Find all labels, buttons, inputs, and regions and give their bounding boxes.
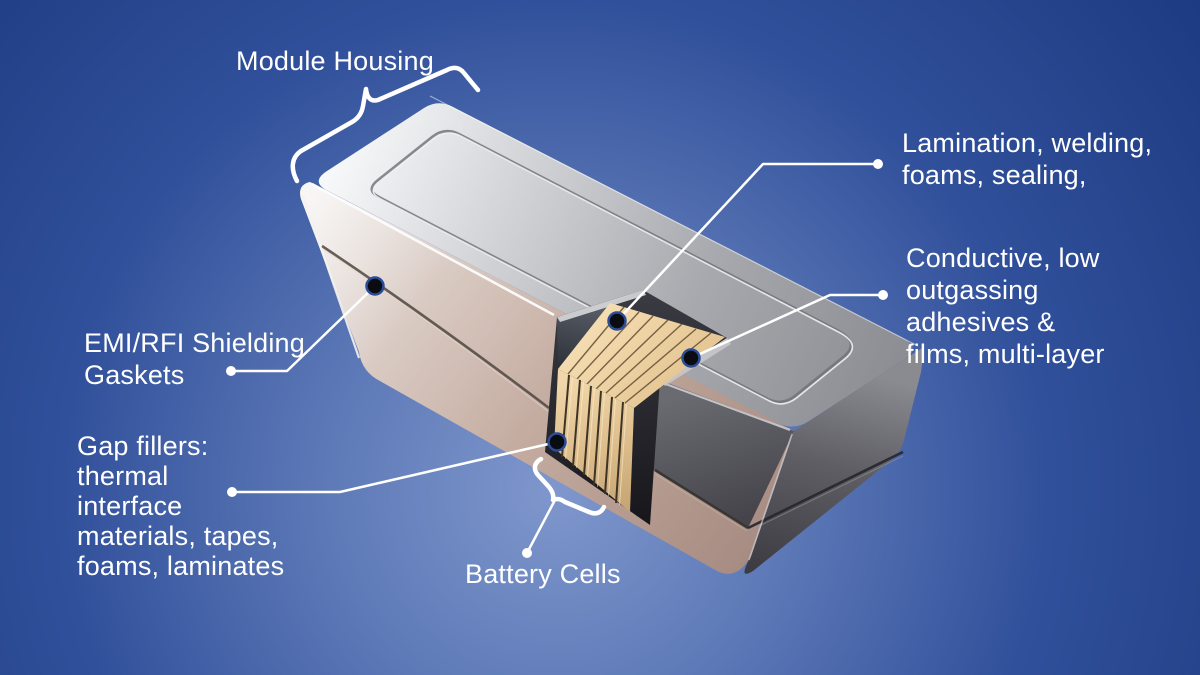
recess-cut-edge-left	[557, 290, 646, 322]
label-text: Gap fillers:	[77, 431, 209, 461]
marker-dot-lamination	[607, 311, 627, 331]
cell-highlight-line	[608, 398, 616, 496]
cells-front-highlights	[565, 376, 627, 505]
cell-groove-line	[624, 332, 712, 404]
cell-groove-line	[605, 323, 683, 394]
label-lamination: Lamination, welding, foams, sealing,	[902, 127, 1152, 191]
cells-top-face	[558, 303, 725, 408]
seam-front-right	[654, 468, 749, 530]
housing-seam	[321, 244, 904, 532]
label-end-dots	[226, 159, 888, 558]
label-dot-battery-cells	[522, 548, 532, 558]
cell-highlight-line	[565, 376, 573, 459]
label-text: Lamination, welding,	[902, 128, 1153, 158]
brace-module-housing	[290, 65, 481, 184]
seam-front-left-highlight	[323, 249, 550, 413]
label-text: foams, laminates	[77, 551, 285, 581]
label-text: Module Housing	[236, 46, 434, 76]
label-dot-conductive	[878, 290, 888, 300]
label-text: Battery Cells	[465, 559, 621, 589]
cell-groove-line	[604, 396, 613, 495]
leader-gap-fillers	[230, 440, 559, 494]
leader-battery-cells	[525, 498, 557, 555]
lid-groove	[370, 129, 854, 405]
label-emi-rfi: EMI/RFI Shielding Gaskets	[84, 327, 305, 391]
cell-groove-line	[614, 328, 697, 399]
seam-end-face	[747, 450, 904, 530]
label-text: foams, sealing,	[902, 160, 1087, 190]
cell-highlight-line	[597, 392, 605, 487]
edge-highlights	[301, 95, 919, 561]
cells-front-grooves	[561, 374, 624, 504]
lid-groove-highlight	[372, 132, 854, 405]
cell-groove-line	[615, 401, 624, 504]
marker-dot-conductive	[681, 348, 701, 368]
cell-groove-line	[595, 319, 669, 390]
label-dot-gap-fillers	[227, 487, 237, 497]
brace-battery-cells	[532, 456, 607, 516]
marker-dot-gap-fillers	[547, 432, 567, 452]
cell-groove-line	[576, 311, 640, 380]
seam-front-right-highlight	[654, 473, 748, 532]
module-lid-top	[318, 103, 913, 427]
cell-groove-line	[583, 385, 592, 476]
label-battery-cells: Battery Cells	[465, 558, 621, 590]
label-text: thermal	[77, 461, 169, 491]
leader-conductive	[689, 293, 885, 360]
cell-groove-line	[593, 390, 602, 486]
module-end-face	[744, 348, 923, 574]
left-corner-edge	[301, 195, 361, 359]
cell-highlight-line	[576, 381, 584, 468]
front-top-edge-right	[662, 382, 791, 431]
battery-module-3d	[300, 95, 923, 574]
label-text: films, multi-layer	[906, 339, 1105, 369]
label-module-housing: Module Housing	[236, 45, 434, 77]
label-text: adhesives &	[906, 307, 1056, 337]
label-text: Gaskets	[84, 360, 185, 390]
marker-dot-emi-rfi	[365, 276, 385, 296]
label-text: materials, tapes,	[77, 521, 279, 551]
label-dot-lamination	[873, 159, 883, 169]
front-top-edge-left	[311, 182, 555, 317]
seam-front-left	[321, 244, 550, 410]
cell-groove-line	[572, 379, 581, 467]
cell-highlight-line	[619, 403, 627, 505]
label-gap-fillers: Gap fillers: thermal interface materials…	[77, 431, 284, 581]
battery-cells-stack	[554, 303, 725, 512]
label-conductive: Conductive, low outgassing adhesives & f…	[906, 242, 1105, 370]
back-top-edge	[429, 95, 919, 347]
seam-end-face-highlight	[748, 455, 904, 532]
cell-groove-line	[586, 315, 654, 385]
leader-lines	[229, 162, 885, 555]
braces	[290, 65, 607, 516]
leader-lamination	[615, 162, 880, 323]
front-right-corner-edge	[748, 433, 793, 561]
label-dot-emi-rfi	[226, 366, 236, 376]
leader-emi-rfi	[229, 284, 377, 373]
annotation-markers	[365, 276, 701, 452]
label-text: outgassing	[906, 275, 1039, 305]
label-text: Conductive, low	[906, 243, 1100, 273]
cell-highlight-line	[587, 387, 595, 477]
cells-front-face	[554, 369, 634, 512]
label-text: EMI/RFI Shielding	[84, 328, 305, 358]
label-text: interface	[77, 491, 183, 521]
